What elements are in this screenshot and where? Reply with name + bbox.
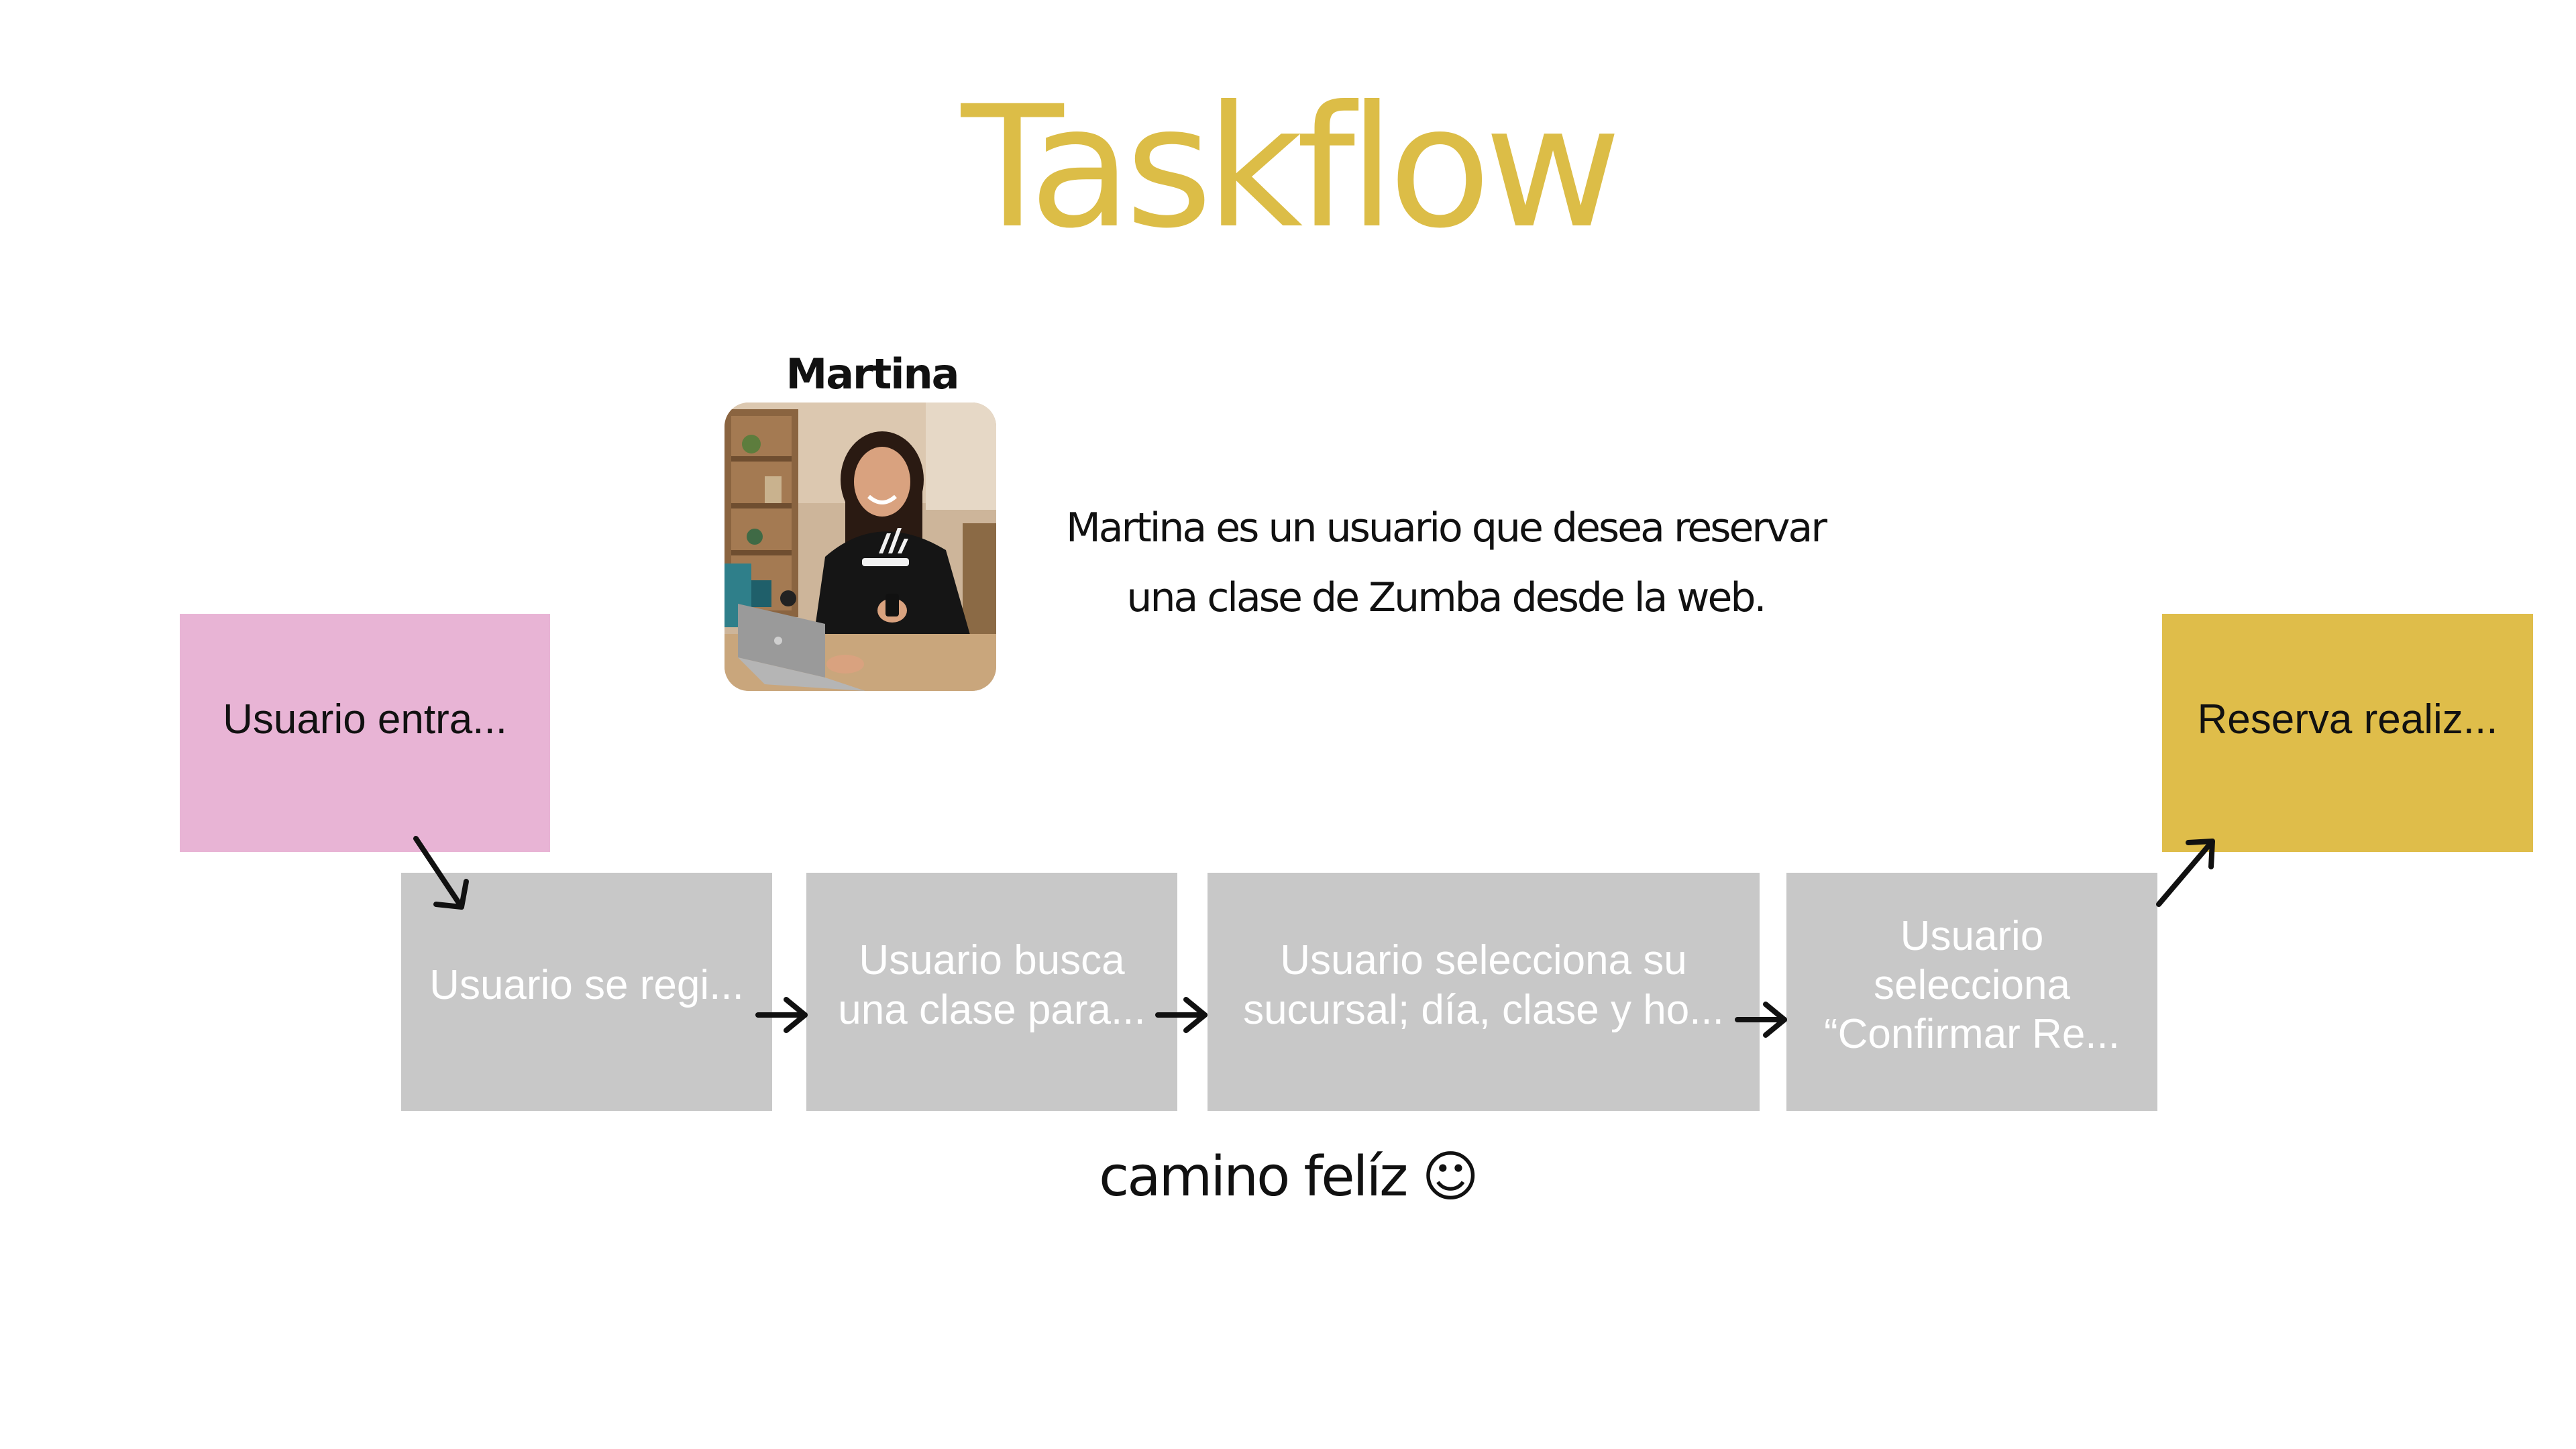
- step-note-confirm: Usuario selecciona “Confirmar Re...: [1786, 873, 2157, 1111]
- step-note-select-branch: Usuario selecciona su sucursal; día, cla…: [1208, 873, 1760, 1111]
- end-note-label: Reserva realiz...: [2197, 696, 2498, 743]
- start-note: Usuario entra...: [180, 614, 550, 852]
- persona-description: Martina es un usuario que desea reservar…: [1006, 493, 1885, 633]
- step-4-line-1: Usuario: [1900, 912, 2044, 959]
- page-title: Taskflow: [961, 70, 1621, 265]
- end-note: Reserva realiz...: [2162, 614, 2533, 852]
- smiley-icon: ☺: [1421, 1145, 1479, 1209]
- caption-text: camino felíz: [1099, 1145, 1408, 1209]
- persona-illustration: [724, 402, 996, 691]
- step-3-line-1: Usuario selecciona su: [1280, 937, 1687, 984]
- step-4-line-3: “Confirmar Re...: [1824, 1011, 2120, 1058]
- description-line-1: Martina es un usuario que desea reservar: [1065, 504, 1827, 551]
- description-line-2: una clase de Zumba desde la web.: [1126, 574, 1766, 621]
- step-4-line-2: selecciona: [1874, 961, 2070, 1008]
- persona-photo: [724, 402, 996, 691]
- step-1-line-1: Usuario se regi...: [429, 961, 744, 1008]
- step-2-line-1: Usuario busca: [859, 937, 1125, 984]
- step-note-register: Usuario se regi...: [401, 873, 772, 1111]
- step-2-line-2: una clase para...: [838, 986, 1146, 1033]
- persona-name: Martina: [786, 350, 960, 398]
- step-3-line-2: sucursal; día, clase y ho...: [1243, 986, 1724, 1033]
- step-note-search-class: Usuario busca una clase para...: [806, 873, 1177, 1111]
- start-note-label: Usuario entra...: [223, 696, 507, 743]
- happy-path-caption: camino felíz ☺: [1046, 1140, 1529, 1214]
